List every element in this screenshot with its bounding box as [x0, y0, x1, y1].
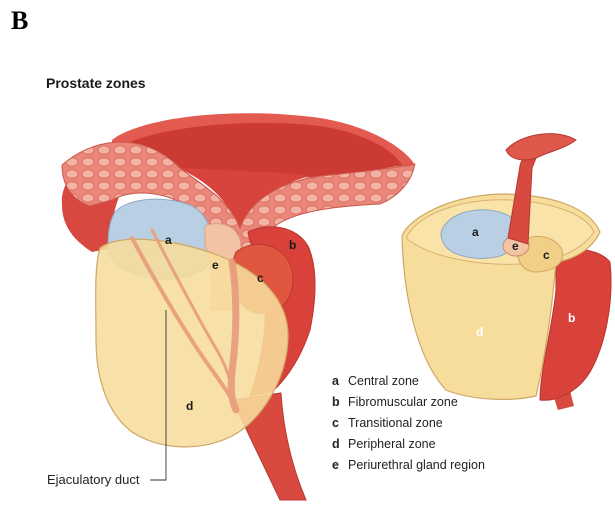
- ejaculatory-duct-label: Ejaculatory duct: [47, 472, 140, 487]
- legend-key: e: [332, 458, 348, 472]
- label-b-right: b: [568, 311, 575, 325]
- legend-key: a: [332, 374, 348, 388]
- label-a-left: a: [165, 233, 172, 247]
- label-d-right: d: [476, 325, 483, 339]
- legend-text: Central zone: [348, 374, 419, 388]
- legend-key: b: [332, 395, 348, 409]
- label-c-right: c: [543, 248, 550, 262]
- legend-key: c: [332, 416, 348, 430]
- legend-text: Peripheral zone: [348, 437, 436, 451]
- label-e-left: e: [212, 258, 219, 272]
- urethra-opening: [506, 134, 576, 160]
- label-b-left: b: [289, 238, 296, 252]
- legend-key: d: [332, 437, 348, 451]
- label-a-right: a: [472, 225, 479, 239]
- label-d-left: d: [186, 399, 193, 413]
- cutaway-view: [402, 134, 611, 410]
- legend-text: Periurethral gland region: [348, 458, 485, 472]
- label-e-right: e: [512, 239, 519, 253]
- label-c-left: c: [257, 271, 264, 285]
- legend-text: Transitional zone: [348, 416, 443, 430]
- legend-text: Fibromuscular zone: [348, 395, 458, 409]
